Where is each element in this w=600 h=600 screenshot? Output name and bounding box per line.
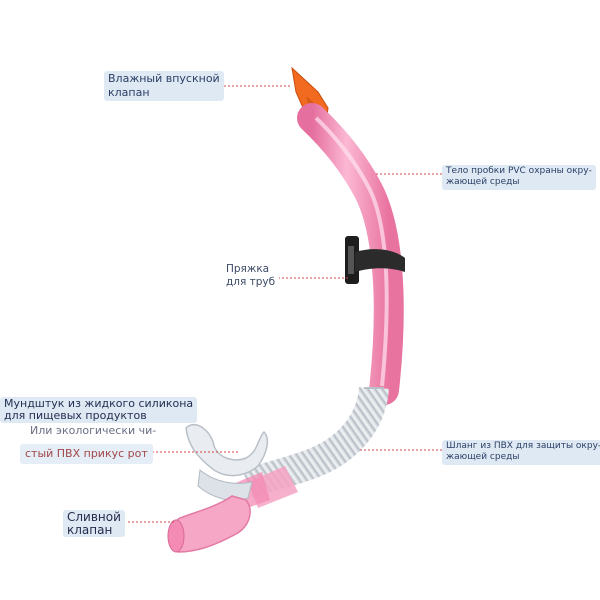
drain-valve (167, 495, 251, 553)
label-line: для труб (226, 276, 276, 289)
label-drain-valve: Сливной клапан (63, 510, 125, 538)
label-line: Влажный впускной (108, 72, 220, 85)
label-tube-body: Тело пробки PVC охраны окру- жающей сред… (442, 165, 596, 190)
label-hose: Шланг из ПВХ для защиты окру- жающей сре… (442, 440, 600, 465)
label-line: клапан (108, 85, 150, 99)
label-mouthpiece: Мундштук из жидкого силикона для пищевых… (0, 397, 198, 424)
label-line: для пищевых продуктов (4, 409, 147, 423)
mouthpiece (185, 423, 269, 501)
label-clip: Пряжка для труб (222, 262, 280, 291)
label-line: Тело пробки PVC охраны окру- (446, 166, 592, 176)
label-line: жающей среды (446, 452, 520, 463)
label-alt-mouthpiece-line1: Или экологически чи- (26, 423, 161, 439)
label-line: Шланг из ПВХ для защиты окру- (446, 441, 600, 451)
label-line: Мундштук из жидкого силикона (4, 397, 194, 410)
label-line: клапан (67, 522, 113, 537)
label-line: Сливной (67, 510, 121, 524)
label-line: Пряжка (226, 263, 270, 275)
label-line: жающей среды (446, 177, 520, 188)
label-purge-valve: Влажный впускной клапан (104, 71, 224, 101)
tube-clip (345, 236, 405, 284)
label-alt-mouthpiece-line2: стый ПВХ прикус рот (20, 444, 153, 464)
